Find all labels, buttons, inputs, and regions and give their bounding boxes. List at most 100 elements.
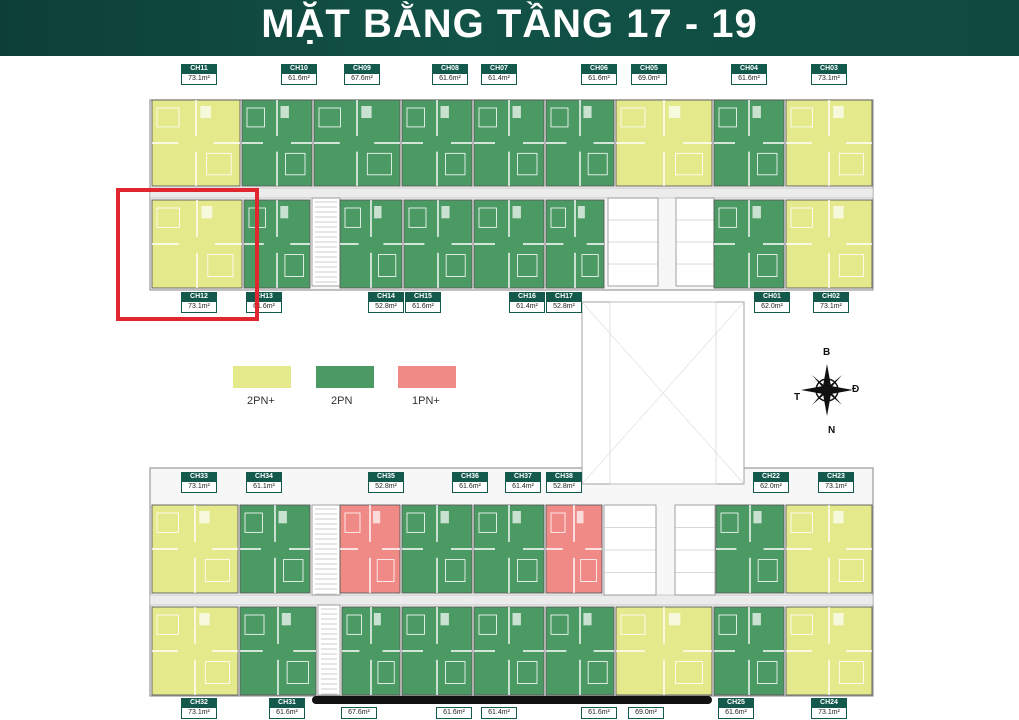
unit-code-label: CH22 [753, 472, 789, 481]
bed-icon [376, 559, 395, 582]
bed-icon [478, 512, 497, 533]
legend-label: 2PN+ [247, 395, 275, 407]
legend-swatch [233, 366, 291, 388]
stairwell-1 [311, 504, 341, 596]
unit-area-label: 73.1m² [181, 707, 217, 719]
legend-swatch [398, 366, 456, 388]
bed-icon [377, 661, 395, 684]
bed-icon [517, 661, 538, 684]
bathroom-fixture-icon [577, 206, 585, 219]
bed-icon [790, 512, 813, 533]
unit-area-label: 61.6m² [731, 73, 767, 85]
bed-icon [406, 512, 425, 533]
unit-tag[interactable]: 61.6m² [436, 698, 472, 719]
unit-code-label: CH25 [718, 698, 754, 707]
bed-icon [156, 207, 180, 228]
bed-icon [246, 107, 265, 128]
unit-area-label: 62.0m² [753, 481, 789, 493]
unit-code-label: CH11 [181, 64, 217, 73]
courtyard-inner [609, 301, 717, 485]
unit-code-label: CH37 [505, 472, 541, 481]
bed-icon [620, 614, 646, 635]
unit-area-label: 73.1m² [181, 73, 217, 85]
bed-icon [204, 559, 230, 582]
unit-code-label: CH02 [813, 292, 849, 301]
unit-tag[interactable]: 67.6m² [341, 698, 377, 719]
unit-area-label: 61.6m² [405, 301, 441, 313]
bed-icon [757, 559, 778, 582]
bathroom-fixture-icon [280, 206, 289, 219]
bed-icon [550, 512, 566, 533]
bed-icon [284, 254, 304, 277]
room-details [152, 100, 872, 695]
unit-tag[interactable]: 61.4m² [481, 698, 517, 719]
unit-code-label: CH38 [546, 472, 582, 481]
unit-area-label: 61.6m² [581, 73, 617, 85]
bathroom-fixture-icon [441, 206, 450, 219]
bathroom-fixture-icon [440, 613, 449, 626]
bed-icon [244, 512, 263, 533]
unit-code-label: CH16 [509, 292, 545, 301]
compass-east-label: Đ [852, 384, 860, 395]
bed-icon [517, 254, 538, 277]
bed-icon [838, 661, 864, 684]
courtyard-diagonal-b [581, 301, 745, 485]
unit-area-label: 69.0m² [631, 73, 667, 85]
compass-rose-icon [801, 364, 853, 416]
bed-icon [444, 661, 466, 684]
unit-code-label: CH08 [432, 64, 468, 73]
unit-tag[interactable]: 69.0m² [628, 698, 664, 719]
legend-swatch [316, 366, 374, 388]
floor-plan [149, 99, 874, 697]
bed-icon [790, 207, 813, 228]
bed-icon [550, 107, 569, 128]
bed-icon [406, 614, 425, 635]
bathroom-fixture-icon [374, 206, 382, 219]
unit-area-label: 73.1m² [813, 301, 849, 313]
unit-code-label: CH05 [631, 64, 667, 73]
bathroom-fixture-icon [512, 206, 521, 219]
bed-icon [757, 661, 778, 684]
bathroom-fixture-icon [278, 511, 287, 524]
unit-area-label: 73.1m² [811, 73, 847, 85]
unit-code-label: CH09 [344, 64, 380, 73]
bathroom-fixture-icon [753, 511, 762, 524]
unit-tag[interactable]: 61.6m² [581, 698, 617, 719]
scroll-indicator[interactable] [312, 696, 712, 704]
bathroom-fixture-icon [833, 106, 844, 119]
bed-icon [206, 152, 232, 176]
bed-icon [581, 254, 599, 277]
unit-area-label: 73.1m² [181, 301, 217, 313]
bed-icon [284, 152, 306, 176]
bathroom-fixture-icon [373, 511, 381, 524]
bed-icon [675, 661, 703, 684]
